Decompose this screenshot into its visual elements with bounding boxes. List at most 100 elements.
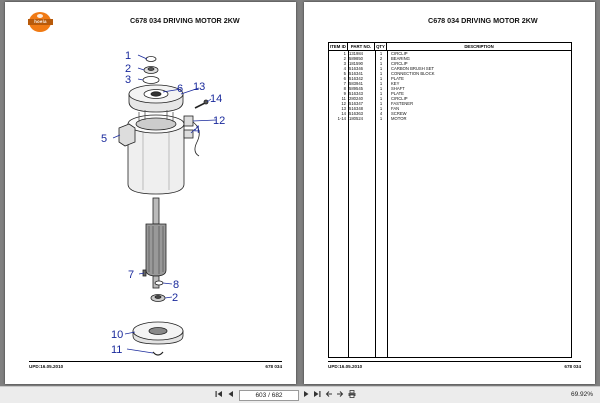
part-carbon-brush-set (183, 115, 200, 157)
callout-label: 5 (101, 133, 107, 145)
cell-part: 516348 (349, 106, 363, 111)
back-icon[interactable] (324, 390, 334, 400)
cell-item: 2 (343, 56, 346, 61)
callout-label: 12 (213, 115, 225, 127)
cell-qty: 4 (379, 111, 383, 116)
cell-item: 1 (343, 51, 346, 56)
zoom-level[interactable]: 69.92% (570, 391, 593, 398)
callout-label: 7 (128, 269, 134, 281)
left-page: hoela C678 034 DRIVING MOTOR 2KW (5, 2, 296, 384)
cell-desc: CIRCLIP (391, 51, 408, 56)
cell-desc: CIRCLIP (391, 61, 408, 66)
cell-item: 12 (341, 101, 346, 106)
cell-part: 280240 (349, 96, 363, 101)
cell-part: 180524 (349, 116, 363, 121)
cell-part: 516347 (349, 101, 363, 106)
logo-text: hoela (28, 19, 53, 25)
last-page-icon[interactable] (312, 390, 322, 400)
column-divider (387, 50, 388, 357)
cell-part: 589850 (349, 56, 363, 61)
part-end-plate (128, 84, 184, 113)
cell-item: 13 (341, 106, 346, 111)
callout-label: 2 (125, 63, 131, 75)
callout-label: 8 (173, 279, 179, 291)
cell-qty: 2 (379, 56, 383, 61)
exploded-drawing: 1 2 3 6 13 14 12 4 5 7 8 2 10 11 (101, 50, 225, 356)
cell-qty: 1 (379, 61, 383, 66)
cell-qty: 1 (379, 116, 383, 121)
callout-label: 4 (194, 124, 200, 136)
cell-qty: 1 (379, 91, 383, 96)
cell-desc: CARBON BRUSH SET (391, 66, 435, 71)
header-item-id: ITEM ID (329, 43, 348, 50)
cell-qty: 1 (379, 81, 383, 86)
page-title: C678 034 DRIVING MOTOR 2KW (130, 16, 240, 25)
next-page-icon[interactable] (301, 390, 311, 400)
cell-qty: 1 (379, 51, 383, 56)
column-divider (375, 50, 376, 357)
cell-desc: KEY (391, 81, 400, 86)
part-shaft-washer (154, 280, 164, 286)
leader-lines (112, 54, 217, 354)
cell-desc: FASTENER (391, 101, 414, 106)
callout-label: 14 (210, 93, 222, 105)
part-screw (194, 99, 209, 109)
cell-item: 1-14 (337, 116, 346, 121)
footer-date: UPD:16.05.2010 (328, 364, 363, 369)
part-bottom-plate (132, 321, 184, 345)
cell-part: 516342 (349, 76, 363, 81)
cell-desc: PLATE (391, 91, 404, 96)
cell-part: 516346 (349, 66, 363, 71)
footer-rule (328, 361, 581, 362)
callout-label: 1 (125, 50, 131, 62)
previous-page-icon[interactable] (226, 390, 236, 400)
cell-part: 516343 (349, 91, 363, 96)
footer-rule (29, 361, 282, 362)
cell-item: 5 (343, 71, 346, 76)
print-icon[interactable] (347, 390, 357, 400)
cell-qty: 1 (379, 66, 383, 71)
cell-part: 583941 (349, 81, 363, 86)
callout-label: 3 (125, 74, 131, 86)
callout-label: 11 (111, 344, 122, 356)
first-page-icon[interactable] (214, 390, 224, 400)
footer-code: 678 034 (265, 364, 282, 369)
header-part-no: PART NO. (348, 43, 375, 50)
logo-cog-icon (37, 14, 43, 18)
cell-qty: 1 (379, 106, 383, 111)
cell-part: 181590 (349, 61, 363, 66)
cell-desc: CONNECTION BLOCK (391, 71, 435, 76)
cell-desc: MOTOR (391, 116, 407, 121)
cell-qty: 1 (379, 96, 383, 101)
cell-item: 14 (341, 111, 346, 116)
cell-desc: BEARING (391, 56, 410, 61)
cell-item: 8 (343, 86, 346, 91)
cell-desc: FAN (391, 106, 400, 111)
viewer-toolbar: 603 / 682 69.92% (0, 386, 600, 403)
callout-label: 6 (177, 83, 183, 95)
page-title: C678 034 DRIVING MOTOR 2KW (428, 16, 538, 25)
cell-desc: CIRCLIP (391, 96, 408, 101)
footer-date: UPD:16.05.2010 (29, 364, 64, 369)
cell-qty: 1 (379, 71, 383, 76)
cell-item: 11 (341, 96, 346, 101)
page-number-input[interactable]: 603 / 682 (239, 390, 299, 401)
brand-logo: hoela (28, 12, 53, 32)
forward-icon[interactable] (335, 390, 345, 400)
header-description: DESCRIPTION (464, 44, 494, 49)
cell-part: 516363 (349, 111, 363, 116)
